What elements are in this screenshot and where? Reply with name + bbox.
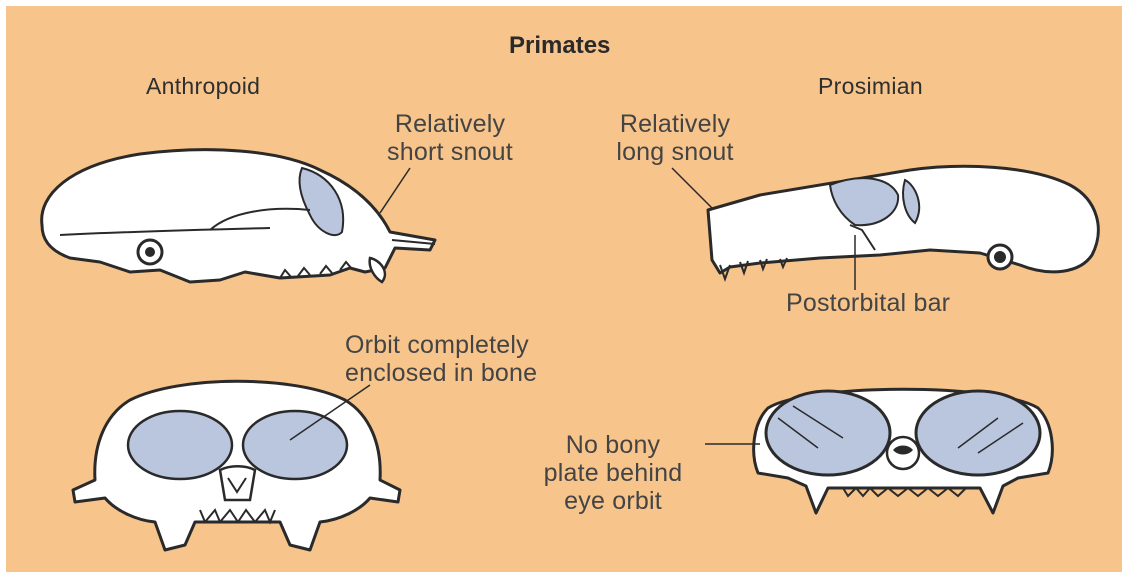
short-snout-line-1: Relatively bbox=[355, 110, 545, 138]
no-bony-plate-label: No bony plate behind eye orbit bbox=[508, 431, 718, 515]
prosimian-front-skull bbox=[748, 378, 1058, 518]
no-bony-plate-line-3: eye orbit bbox=[508, 487, 718, 515]
no-bony-plate-line-2: plate behind bbox=[508, 459, 718, 487]
orbit-enclosed-line-1: Orbit completely bbox=[345, 331, 537, 359]
long-snout-line-1: Relatively bbox=[580, 110, 770, 138]
diagram-title: Primates bbox=[509, 33, 610, 60]
anthropoid-front-skull bbox=[70, 370, 405, 560]
postorbital-bar-label: Postorbital bar bbox=[786, 289, 950, 317]
prosimian-side-skull bbox=[700, 155, 1110, 285]
no-bony-plate-line-1: No bony bbox=[508, 431, 718, 459]
anthropoid-heading: Anthropoid bbox=[146, 74, 260, 100]
anthropoid-side-skull bbox=[30, 140, 450, 290]
prosimian-heading: Prosimian bbox=[818, 74, 923, 100]
